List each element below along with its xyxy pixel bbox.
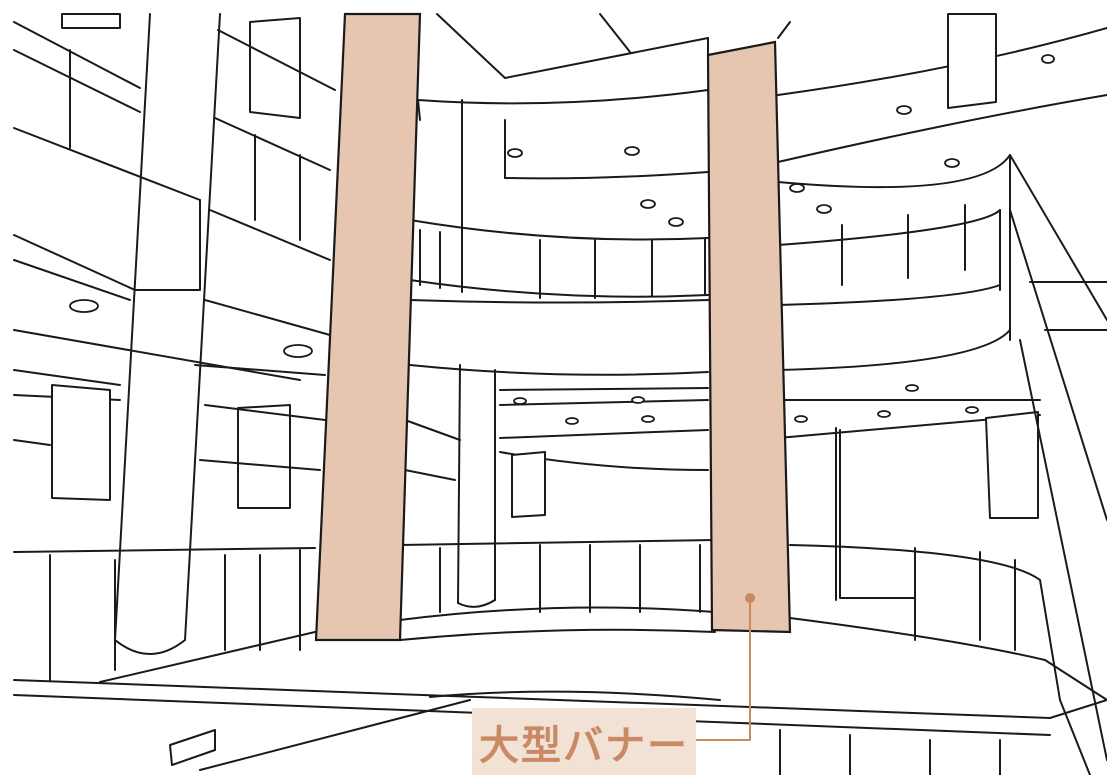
ceiling-light-icon — [640, 199, 656, 209]
ceiling-light-icon — [624, 146, 640, 156]
ceiling-light-icon — [905, 384, 919, 392]
large-banner-right — [706, 40, 792, 634]
ceiling-light-icon — [794, 415, 808, 423]
left-balconies — [13, 13, 336, 655]
ceiling-light-icon — [896, 105, 912, 115]
large-banner-left — [314, 12, 422, 642]
ceiling-light-icon — [668, 217, 684, 227]
ceiling-light-icon — [631, 396, 645, 404]
banner-label: 大型バナー — [479, 722, 689, 769]
ceiling-light-icon — [507, 148, 523, 158]
lower-railing — [13, 539, 1107, 775]
ceiling-light-icon — [1041, 54, 1055, 64]
ceiling-structure — [61, 13, 1107, 163]
ceiling-light-icon — [944, 158, 960, 168]
ceiling-light-icon — [877, 410, 891, 418]
ceiling-light-icon — [641, 415, 655, 423]
ceiling-light-icon — [513, 397, 527, 405]
ceiling-light-icon — [816, 204, 832, 214]
ceiling-light-icon — [965, 406, 979, 414]
large-banners — [314, 12, 792, 642]
ceiling-light-icon — [69, 299, 99, 313]
callout-leader — [696, 593, 755, 741]
ceiling-light-icon — [283, 344, 313, 358]
ceiling-light-icon — [565, 417, 579, 425]
ceiling-light-icon — [789, 183, 805, 193]
central-balconies — [404, 89, 1041, 608]
ceiling-lights — [69, 54, 1055, 425]
leader-line — [696, 598, 751, 741]
banner-label-box: 大型バナー — [472, 708, 696, 775]
